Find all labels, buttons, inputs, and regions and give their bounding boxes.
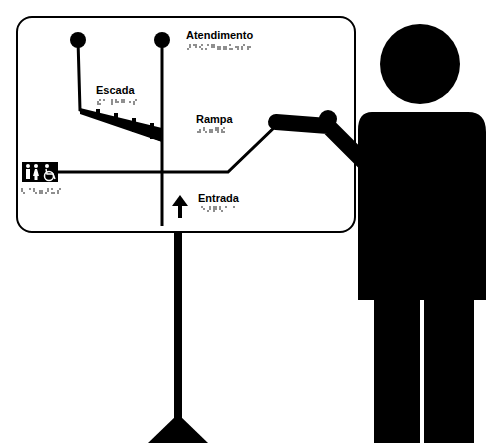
map-label: Escada xyxy=(96,84,135,96)
stair-wedge xyxy=(80,108,162,142)
map-label: Rampa xyxy=(196,113,233,125)
sign-base xyxy=(148,414,208,443)
stair-steps xyxy=(96,109,154,139)
map-label: Atendimento xyxy=(186,29,253,41)
entrance-arrow xyxy=(172,195,188,218)
sign-pole xyxy=(174,232,182,425)
destination-dot xyxy=(154,32,170,48)
toilet-icon xyxy=(22,162,58,182)
map-routes xyxy=(58,40,326,226)
map-label: Entrada xyxy=(198,192,239,204)
destination-dot xyxy=(70,32,86,48)
braille-dots xyxy=(21,44,251,212)
person-figure xyxy=(276,24,486,443)
